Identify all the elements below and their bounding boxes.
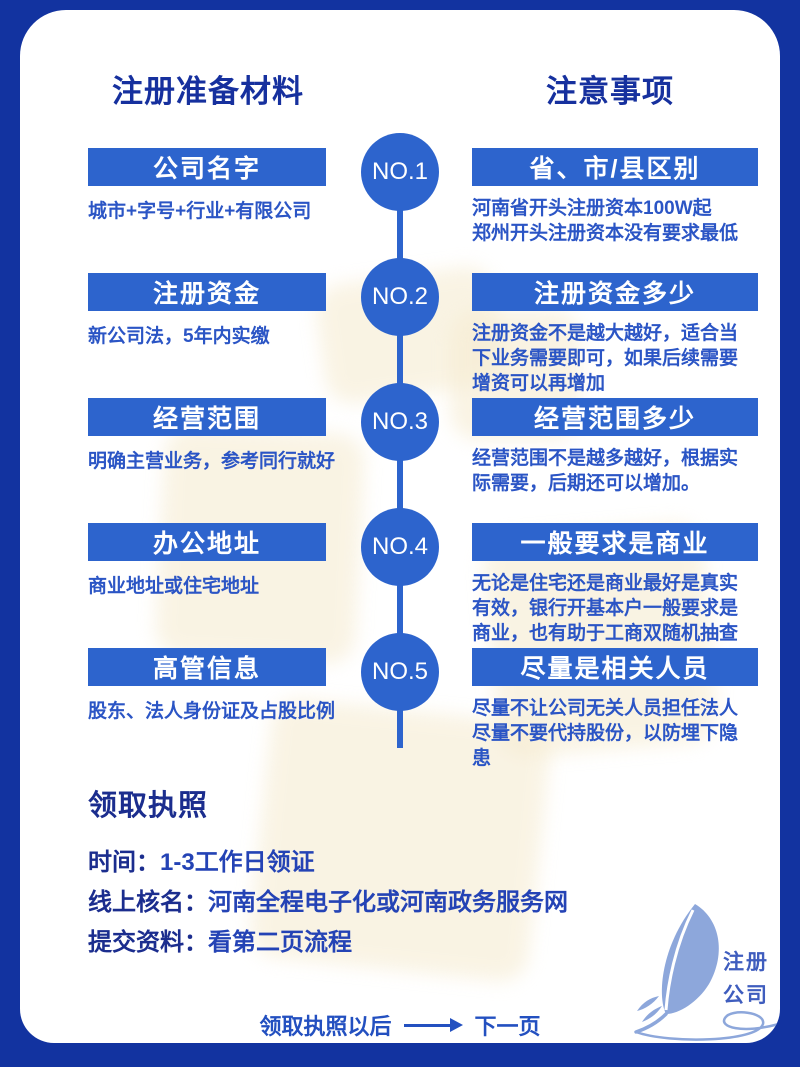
company-registration-logo: 注册 公司	[615, 898, 780, 1043]
step-number-badge: NO.4	[361, 508, 439, 586]
step-row-1: 公司名字 城市+字号+行业+有限公司 NO.1 省、市/县区别 河南省开头注册资…	[20, 133, 780, 273]
notice-detail: 河南省开头注册资本100W起 郑州开头注册资本没有要求最低	[472, 198, 739, 244]
footer-next-page-hint: 领取执照以后 下一页	[200, 1008, 600, 1042]
step-number-badge: NO.5	[361, 633, 439, 711]
license-submit-row: 提交资料：看第二页流程	[88, 923, 568, 963]
license-section-title: 领取执照	[88, 790, 209, 822]
license-time-row: 时间：1-3工作日领证	[88, 843, 568, 883]
logo-text: 注册 公司	[723, 946, 769, 1012]
step-number-badge: NO.3	[361, 383, 439, 461]
license-submit-label: 提交资料：	[88, 929, 208, 956]
logo-text-line1: 注册	[723, 951, 769, 974]
notices-column-header: 注意事项	[546, 74, 674, 109]
step-row-3: 经营范围 明确主营业务，参考同行就好 NO.3 经营范围多少 经营范围不是越多越…	[20, 383, 780, 523]
material-title-badge: 注册资金	[88, 273, 326, 311]
material-title-badge: 经营范围	[88, 398, 326, 436]
footer-before-text: 领取执照以后	[259, 1014, 392, 1039]
notice-detail: 尽量不让公司无关人员担任法人尽量不要代持股份，以防埋下隐患	[472, 698, 739, 769]
license-time-label: 时间：	[88, 849, 160, 876]
notice-title-badge: 经营范围多少	[472, 398, 758, 436]
license-submit-value: 看第二页流程	[208, 929, 352, 956]
notice-detail: 注册资金不是越大越好，适合当下业务需要即可，如果后续需要增资可以再增加	[472, 323, 739, 394]
step-row-5: 高管信息 股东、法人身份证及占股比例 NO.5 尽量是相关人员 尽量不让公司无关…	[20, 633, 780, 773]
notice-title-badge: 省、市/县区别	[472, 148, 758, 186]
notice-title-badge: 尽量是相关人员	[472, 648, 758, 686]
material-title-badge: 高管信息	[88, 648, 326, 686]
footer-next-text: 下一页	[474, 1014, 541, 1039]
notice-title-badge: 一般要求是商业	[472, 523, 758, 561]
materials-column-header: 注册准备材料	[112, 74, 304, 109]
license-name-check-row: 线上核名：河南全程电子化或河南政务服务网	[88, 883, 568, 923]
feather-quill-icon	[634, 904, 780, 1041]
material-note: 城市+字号+行业+有限公司	[88, 201, 312, 222]
material-note: 明确主营业务，参考同行就好	[88, 451, 336, 472]
step-number-badge: NO.1	[361, 133, 439, 211]
license-name-check-value: 河南全程电子化或河南政务服务网	[208, 889, 568, 916]
notice-detail: 经营范围不是越多越好，根据实际需要，后期还可以增加。	[472, 448, 739, 494]
step-row-4: 办公地址 商业地址或住宅地址 NO.4 一般要求是商业 无论是住宅还是商业最好是…	[20, 508, 780, 648]
license-name-check-label: 线上核名：	[88, 889, 208, 916]
material-note: 新公司法，5年内实缴	[88, 326, 270, 347]
long-arrow-right-icon	[403, 1018, 463, 1032]
license-info-list: 时间：1-3工作日领证 线上核名：河南全程电子化或河南政务服务网 提交资料：看第…	[88, 843, 568, 963]
step-number-badge: NO.2	[361, 258, 439, 336]
material-title-badge: 办公地址	[88, 523, 326, 561]
notice-detail: 无论是住宅还是商业最好是真实有效，银行开基本户一般要求是商业，也有助于工商双随机…	[472, 573, 739, 644]
material-note: 商业地址或住宅地址	[88, 576, 260, 597]
material-title-badge: 公司名字	[88, 148, 326, 186]
notice-title-badge: 注册资金多少	[472, 273, 758, 311]
step-row-2: 注册资金 新公司法，5年内实缴 NO.2 注册资金多少 注册资金不是越大越好，适…	[20, 258, 780, 398]
logo-text-line2: 公司	[723, 984, 769, 1007]
poster-card: 注册准备材料 注意事项 公司名字 城市+字号+行业+有限公司 NO.1 省、市/…	[20, 10, 780, 1043]
material-note: 股东、法人身份证及占股比例	[88, 701, 336, 722]
license-time-value: 1-3工作日领证	[160, 849, 315, 876]
